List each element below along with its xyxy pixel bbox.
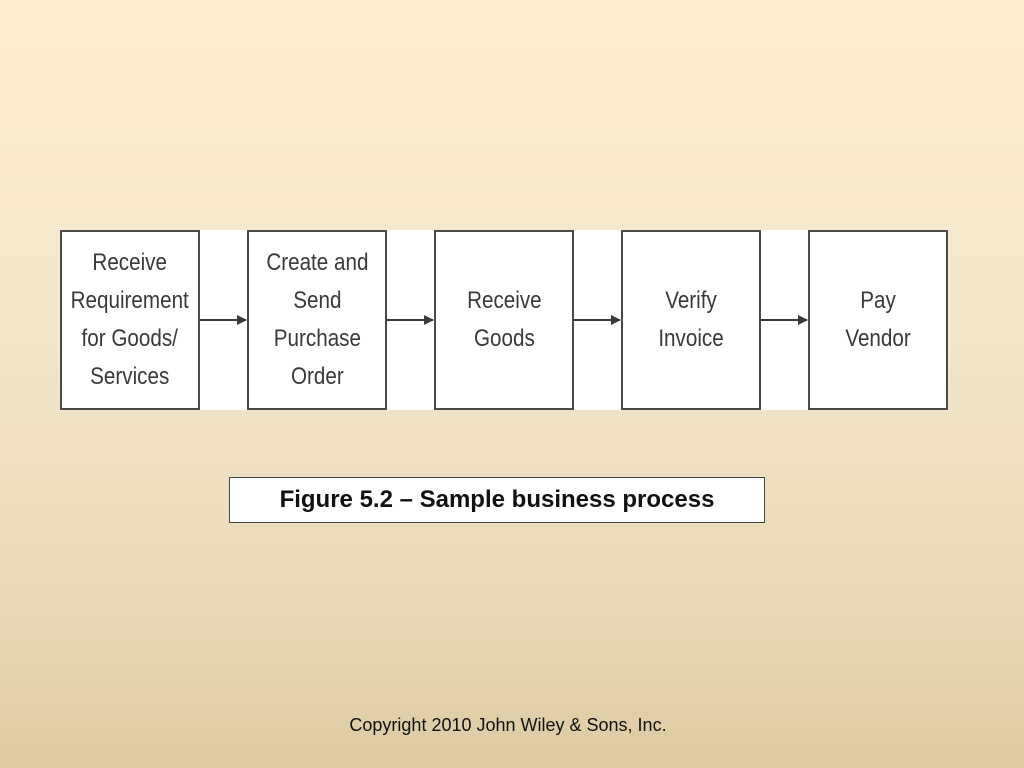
flow-arrows <box>200 315 808 325</box>
figure-caption: Figure 5.2 – Sample business process <box>279 486 715 513</box>
process-diagram: Receive Requirement for Goods/ Services … <box>60 230 948 410</box>
step-box-receive-goods: Receive Goods <box>434 230 574 410</box>
step-label: Verify Invoice <box>658 287 724 352</box>
step-label: Receive Goods <box>466 287 542 352</box>
step-box-pay-vendor: Pay Vendor <box>808 230 948 410</box>
figure-caption-box: Figure 5.2 – Sample business process <box>229 477 765 523</box>
step-box-receive-requirement: Receive Requirement for Goods/ Services <box>60 230 200 410</box>
step-label: Receive Requirement for Goods/ Services <box>70 249 190 390</box>
copyright-footer: Copyright 2010 John Wiley & Sons, Inc. <box>349 715 667 735</box>
step-box-verify-invoice: Verify Invoice <box>621 230 761 410</box>
step-label: Pay Vendor <box>845 287 911 352</box>
step-box-create-purchase-order: Create and Send Purchase Order <box>247 230 387 410</box>
step-label: Create and Send Purchase Order <box>265 249 369 390</box>
